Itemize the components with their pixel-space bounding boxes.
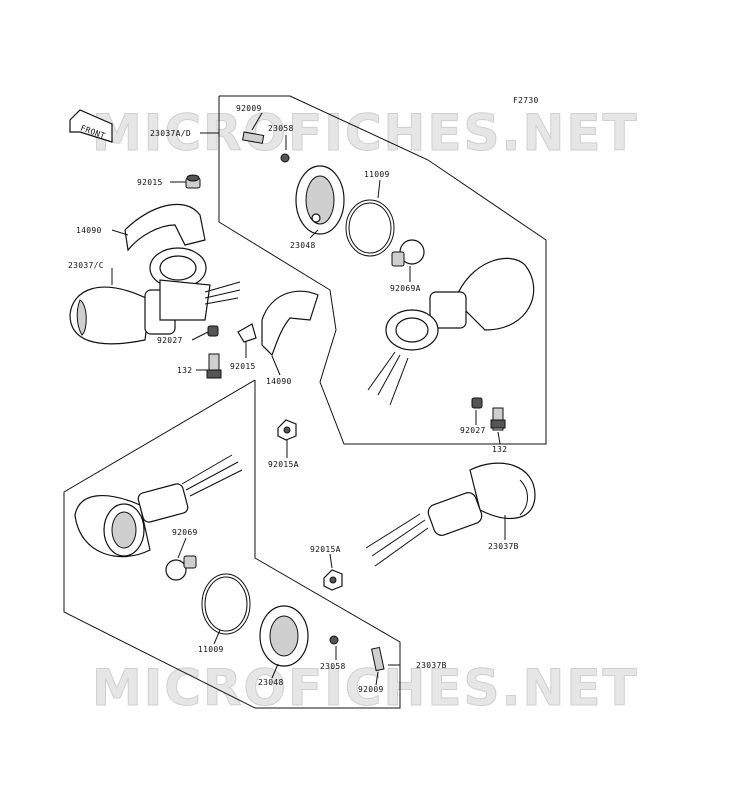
label-92015a-bottom: 92015A [310, 545, 341, 554]
kit-frame-upper [218, 95, 547, 445]
label-132-left: 132 [177, 366, 192, 375]
label-92009-bottom: 92009 [358, 685, 384, 694]
label-23037ad: 23037A/D [150, 129, 191, 138]
label-23058-bottom: 23058 [320, 662, 346, 671]
label-92069: 92069 [172, 528, 198, 537]
label-92027-right: 92027 [460, 426, 486, 435]
kit-frame-lower [63, 379, 401, 709]
label-92027-left: 92027 [157, 336, 183, 345]
spacer-92027-left [207, 325, 219, 337]
nut-92015-mid [237, 323, 257, 343]
label-92069a: 92069A [390, 284, 421, 293]
label-92015-left: 92015 [137, 178, 163, 187]
turn-signal-front-right [242, 131, 535, 431]
label-11009-bottom: 11009 [198, 645, 224, 654]
bracket-cover-left [124, 203, 206, 252]
bolt-132-left [206, 353, 222, 379]
bracket-cover-mid [261, 290, 319, 357]
label-23037c: 23037/C [68, 261, 104, 270]
label-23037b-bottom: 23037B [416, 661, 447, 670]
watermark-top: MICROFICHES.NET [92, 104, 639, 162]
label-14090-left: 14090 [76, 226, 102, 235]
nut-92015a-top [277, 419, 297, 441]
label-23058-top: 23058 [268, 124, 294, 133]
figure-code: F2730 [513, 96, 539, 105]
label-132-right: 132 [492, 445, 507, 454]
label-14090-mid: 14090 [266, 377, 292, 386]
turn-signal-rear-left [74, 454, 385, 672]
label-11009-top: 11009 [364, 170, 390, 179]
watermark-bottom: MICROFICHES.NET [92, 659, 639, 717]
label-92015a-top: 92015A [268, 460, 299, 469]
label-23048-bottom: 23048 [258, 678, 284, 687]
label-23048-top: 23048 [290, 241, 316, 250]
label-92009-top: 92009 [236, 104, 262, 113]
label-23037b-right: 23037B [488, 542, 519, 551]
nut-92015-left [185, 174, 201, 189]
front-arrow-icon: FRONT [69, 109, 113, 143]
turn-signal-front-left [69, 247, 241, 345]
turn-signal-rear-right [323, 462, 536, 591]
leader-lines [111, 112, 506, 686]
label-92015-mid: 92015 [230, 362, 256, 371]
